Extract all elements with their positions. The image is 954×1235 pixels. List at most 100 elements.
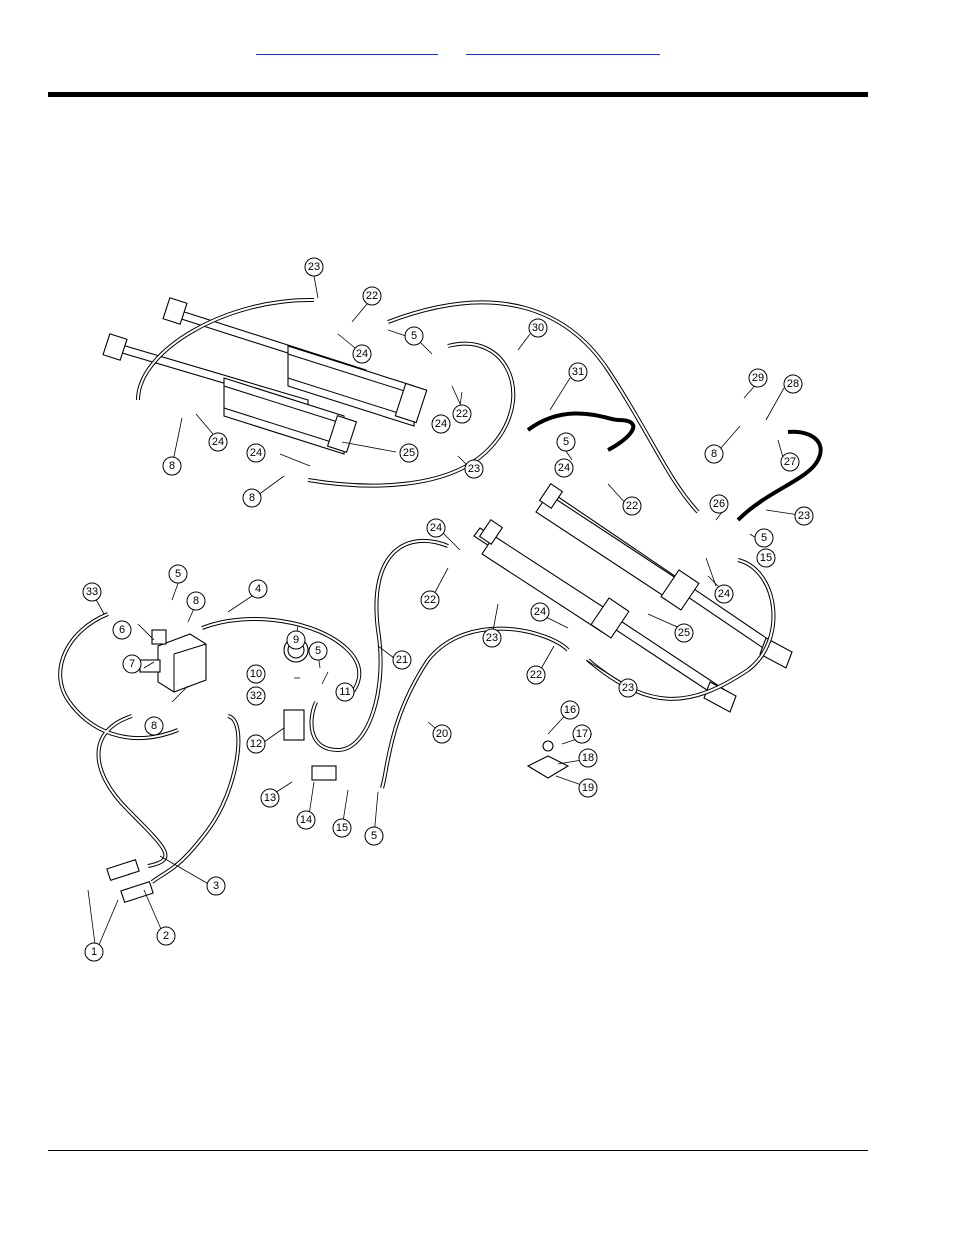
svg-text:25: 25	[678, 627, 690, 639]
svg-text:15: 15	[760, 552, 772, 564]
callout-24: 24	[247, 444, 265, 462]
svg-text:23: 23	[468, 463, 480, 475]
svg-text:23: 23	[798, 510, 810, 522]
header-link-2[interactable]	[466, 36, 660, 55]
svg-text:11: 11	[339, 686, 350, 698]
svg-text:22: 22	[530, 669, 542, 681]
callout-5: 5	[755, 529, 773, 547]
callout-4: 4	[249, 580, 267, 598]
svg-text:5: 5	[371, 830, 377, 842]
callout-15: 15	[333, 819, 351, 837]
svg-text:23: 23	[622, 682, 634, 694]
svg-text:24: 24	[212, 436, 224, 448]
callout-24: 24	[555, 459, 573, 477]
svg-text:28: 28	[787, 378, 799, 390]
svg-text:24: 24	[435, 418, 447, 430]
callout-8: 8	[187, 592, 205, 610]
svg-text:8: 8	[151, 720, 157, 732]
svg-text:24: 24	[558, 462, 570, 474]
callout-5: 5	[169, 565, 187, 583]
callout-8: 8	[145, 717, 163, 735]
callout-29: 29	[749, 369, 767, 387]
callout-6: 6	[113, 621, 131, 639]
callout-5: 5	[365, 827, 383, 845]
svg-text:22: 22	[626, 500, 638, 512]
callout-22: 22	[363, 287, 381, 305]
callout-24: 24	[209, 433, 227, 451]
svg-text:24: 24	[250, 447, 262, 459]
svg-text:15: 15	[336, 822, 348, 834]
svg-text:8: 8	[193, 595, 199, 607]
svg-text:14: 14	[300, 814, 312, 826]
pressure-gauge	[284, 638, 336, 780]
svg-text:24: 24	[534, 606, 546, 618]
valve-block	[140, 630, 206, 692]
svg-text:30: 30	[532, 322, 544, 334]
callout-22: 22	[623, 497, 641, 515]
callout-7: 7	[123, 655, 141, 673]
callout-16: 16	[561, 701, 579, 719]
callout-26: 26	[710, 495, 728, 513]
callout-8: 8	[705, 445, 723, 463]
svg-text:8: 8	[249, 492, 255, 504]
callout-10: 10	[247, 665, 265, 683]
svg-text:18: 18	[582, 752, 594, 764]
svg-text:20: 20	[436, 728, 448, 740]
svg-text:16: 16	[564, 704, 576, 716]
bottom-rule	[48, 1150, 868, 1151]
svg-text:6: 6	[119, 624, 125, 636]
svg-text:23: 23	[308, 261, 320, 273]
callout-12: 12	[247, 735, 265, 753]
callout-23: 23	[619, 679, 637, 697]
callout-24: 24	[715, 585, 733, 603]
callout-17: 17	[573, 725, 591, 743]
svg-text:9: 9	[293, 634, 299, 646]
leader-lines	[88, 276, 806, 952]
svg-text:24: 24	[430, 522, 442, 534]
svg-text:8: 8	[711, 448, 717, 460]
callout-22: 22	[453, 405, 471, 423]
svg-text:5: 5	[563, 436, 569, 448]
callout-24: 24	[427, 519, 445, 537]
callout-23: 23	[795, 507, 813, 525]
callout-20: 20	[433, 725, 451, 743]
svg-text:26: 26	[713, 498, 725, 510]
callout-23: 23	[465, 460, 483, 478]
callout-5: 5	[557, 433, 575, 451]
svg-text:4: 4	[255, 583, 261, 595]
svg-text:31: 31	[572, 366, 584, 378]
callout-33: 33	[83, 583, 101, 601]
callout-15: 15	[757, 549, 775, 567]
callout-8: 8	[243, 489, 261, 507]
svg-text:33: 33	[86, 586, 98, 598]
callout-19: 19	[579, 779, 597, 797]
callout-28: 28	[784, 375, 802, 393]
svg-text:12: 12	[250, 738, 262, 750]
svg-text:19: 19	[582, 782, 594, 794]
svg-text:2: 2	[163, 930, 169, 942]
svg-text:32: 32	[250, 690, 262, 702]
callout-11: 11	[336, 683, 354, 701]
svg-text:25: 25	[403, 447, 415, 459]
callout-8: 8	[163, 457, 181, 475]
svg-text:5: 5	[761, 532, 767, 544]
callout-18: 18	[579, 749, 597, 767]
svg-text:5: 5	[315, 645, 321, 657]
svg-text:21: 21	[396, 654, 408, 666]
callout-3: 3	[207, 877, 225, 895]
callout-5: 5	[309, 642, 327, 660]
callout-1: 1	[85, 943, 103, 961]
callout-2: 2	[157, 927, 175, 945]
callout-25: 25	[675, 624, 693, 642]
svg-text:22: 22	[424, 594, 436, 606]
callout-30: 30	[529, 319, 547, 337]
svg-text:13: 13	[264, 792, 276, 804]
svg-text:27: 27	[784, 456, 796, 468]
header-link-1[interactable]	[256, 36, 438, 55]
callout-22: 22	[527, 666, 545, 684]
callout-5: 5	[405, 327, 423, 345]
top-rule	[48, 92, 868, 97]
svg-text:7: 7	[129, 658, 135, 670]
svg-text:8: 8	[169, 460, 175, 472]
svg-text:5: 5	[175, 568, 181, 580]
